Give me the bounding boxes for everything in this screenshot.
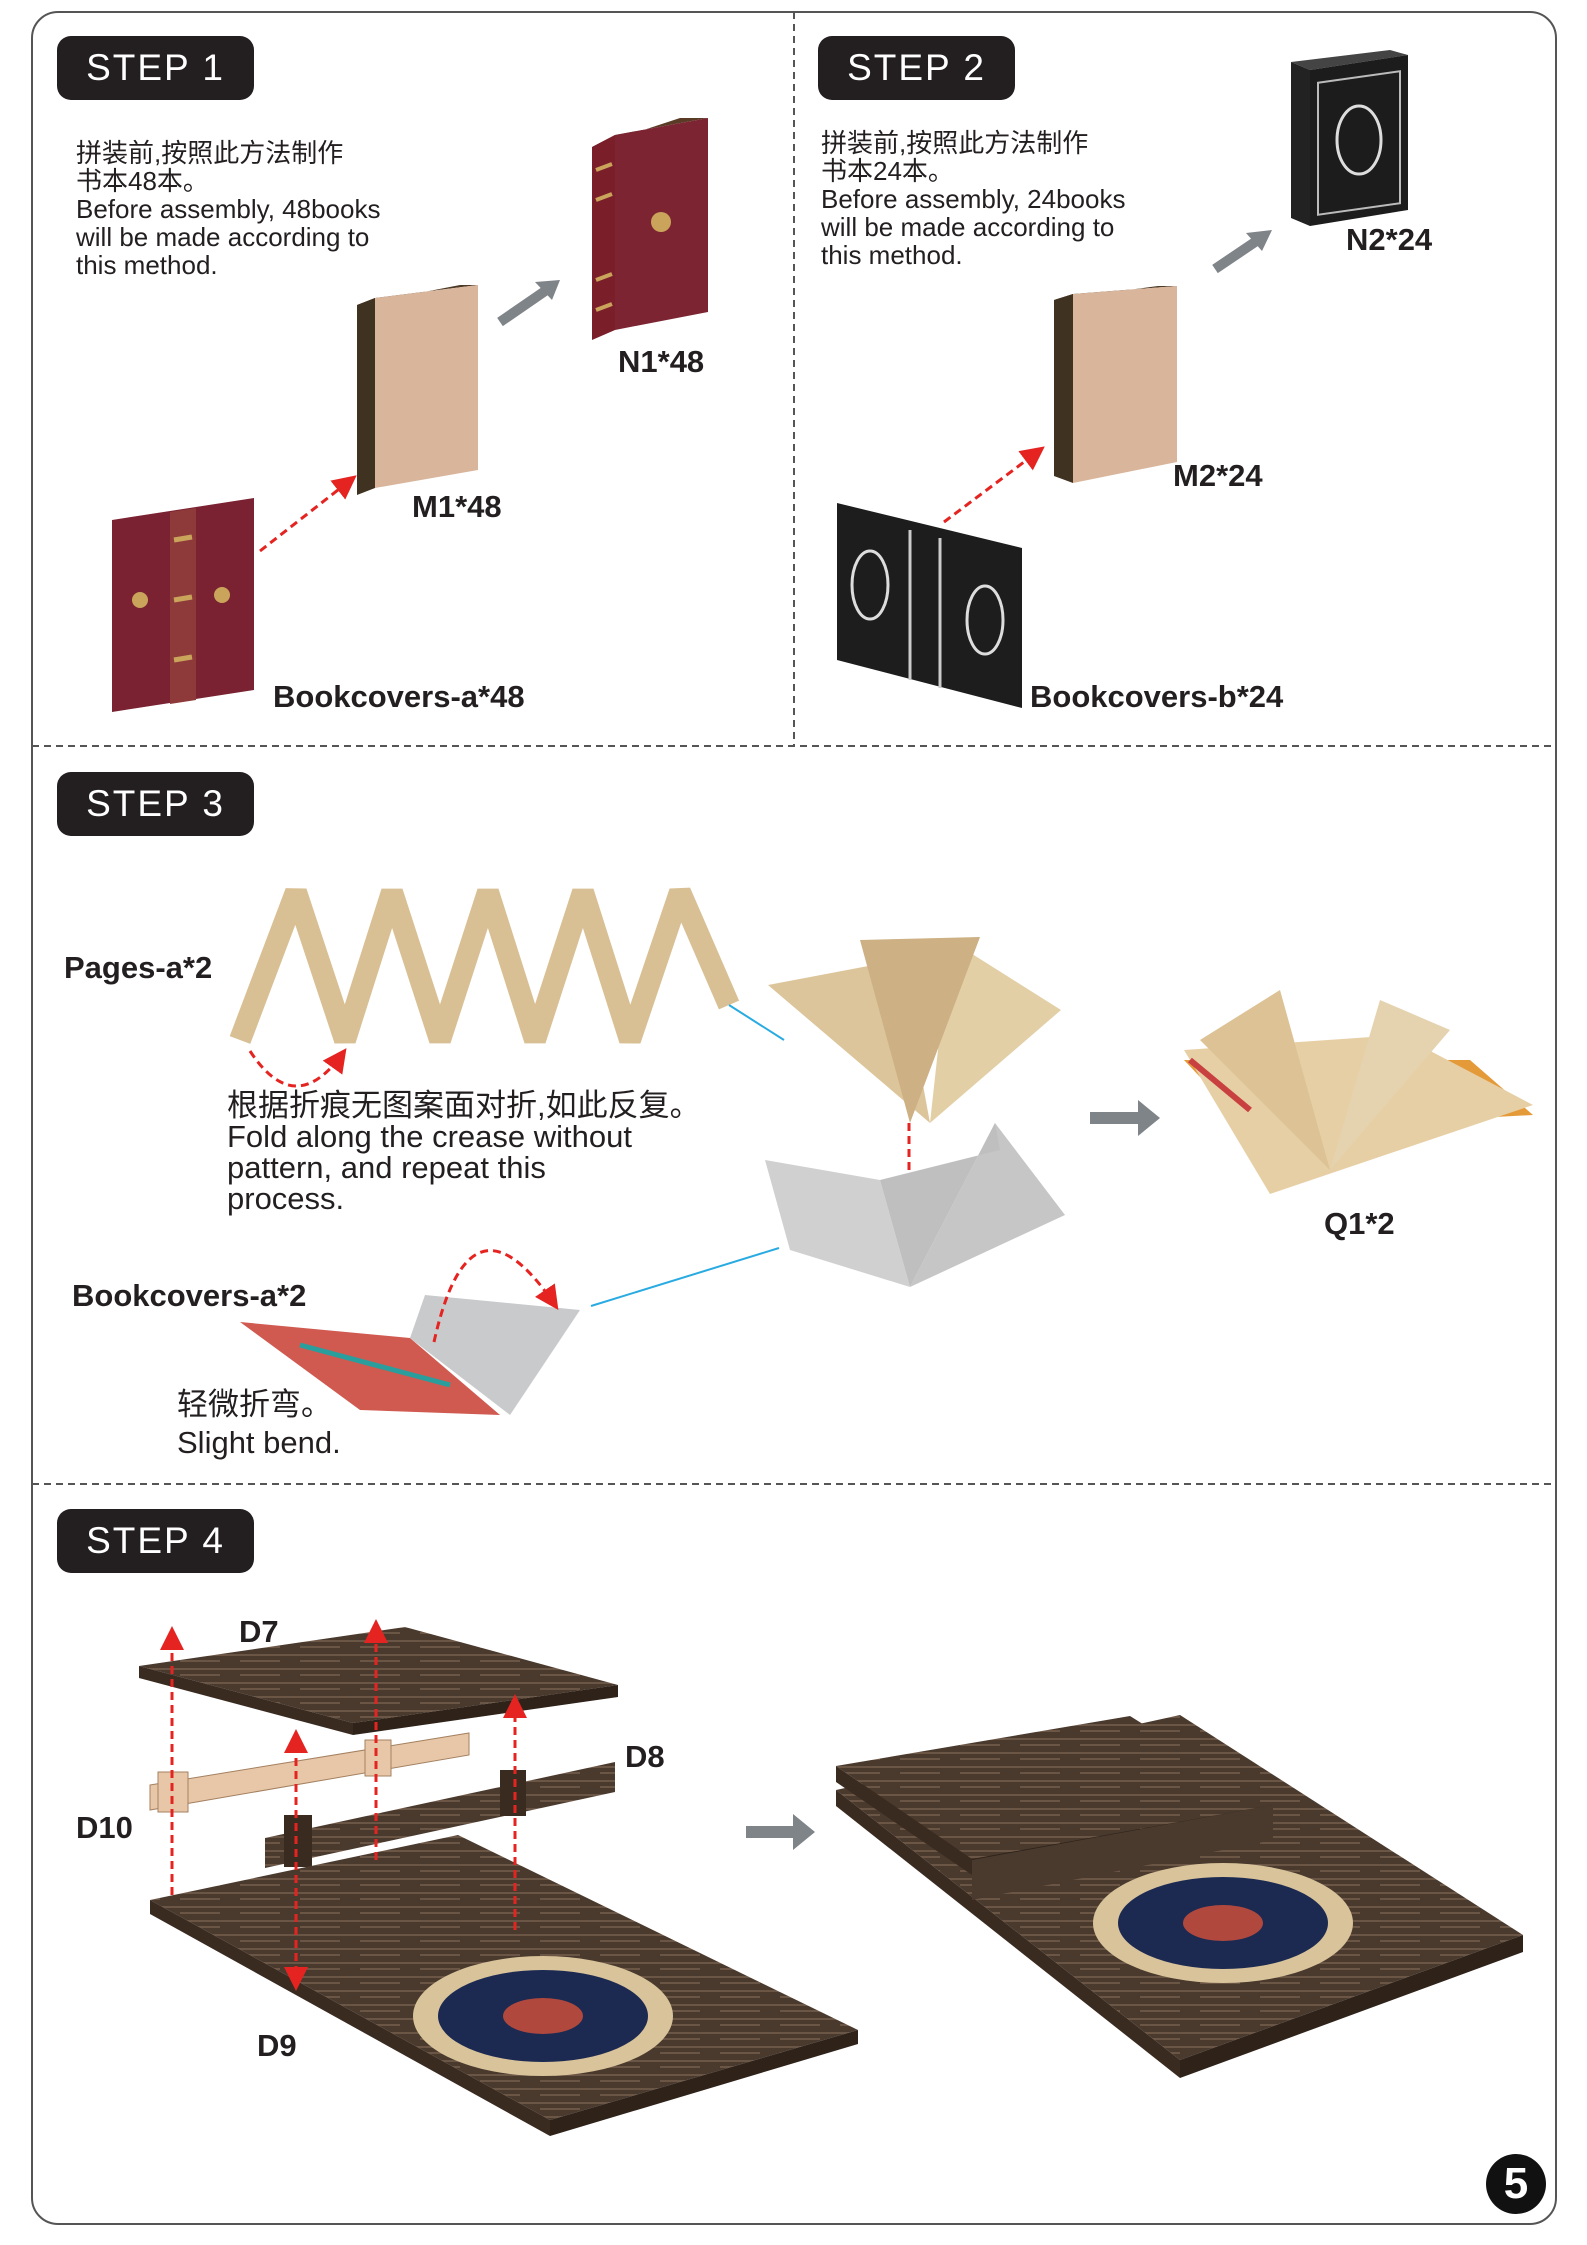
assembled-room-image xyxy=(836,1715,1523,2078)
label-n2: N2*24 xyxy=(1346,222,1433,257)
step-2-instruction: 拼装前,按照此方法制作 书本24本。 Before assembly, 24bo… xyxy=(821,129,1125,269)
instruction-cn-line: 书本48本。 xyxy=(76,166,209,196)
label-bookcovers-b: Bookcovers-b*24 xyxy=(1030,679,1284,714)
label-d7: D7 xyxy=(239,1614,279,1649)
label-q1: Q1*2 xyxy=(1324,1206,1395,1241)
link-line xyxy=(590,1247,780,1307)
step-1-badge: STEP 1 xyxy=(57,36,254,100)
label-m2: M2*24 xyxy=(1173,458,1263,493)
folded-pages-image xyxy=(768,937,1061,1123)
step-4-badge: STEP 4 xyxy=(57,1509,254,1573)
fold-cn: 根据折痕无图案面对折,如此反复。 xyxy=(227,1088,701,1123)
instruction-en-line: this method. xyxy=(821,240,963,270)
bar-d8-image xyxy=(265,1762,615,1868)
step-3-badge: STEP 3 xyxy=(57,772,254,836)
label-m1: M1*48 xyxy=(412,489,502,524)
bar-d10-image xyxy=(149,1732,470,1813)
step-2-badge: STEP 2 xyxy=(818,36,1015,100)
guide-arrow xyxy=(259,475,357,553)
book-m2-image xyxy=(1054,286,1177,483)
label-bookcovers-a: Bookcovers-a*48 xyxy=(273,679,525,714)
label-d10: D10 xyxy=(76,1810,133,1845)
bend-instruction: 轻微折弯。 Slight bend. xyxy=(177,1386,341,1462)
label-n1: N1*48 xyxy=(618,344,705,379)
instruction-cn-line: 拼装前,按照此方法制作 xyxy=(76,138,344,168)
book-n2-image xyxy=(1291,50,1408,226)
bend-en: Slight bend. xyxy=(177,1425,341,1460)
label-d9: D9 xyxy=(257,2028,297,2063)
label-d8: D8 xyxy=(625,1739,665,1774)
page-number: 5 xyxy=(1486,2154,1546,2214)
board-d7-image xyxy=(139,1627,618,1735)
bookcover-b-image xyxy=(837,503,1022,708)
assembly-arrows xyxy=(160,1619,527,1991)
fold-en-line: process. xyxy=(227,1181,345,1216)
pages-zigzag-image xyxy=(229,887,740,1044)
fold-en-line: Fold along the crease without xyxy=(227,1119,632,1154)
instruction-cn-line: 拼装前,按照此方法制作 xyxy=(821,128,1089,158)
instruction-en-line: will be made according to xyxy=(821,212,1115,242)
bookcover-a-image xyxy=(112,498,254,712)
instruction-en-line: this method. xyxy=(76,250,218,280)
label-bookcovers-a-2: Bookcovers-a*2 xyxy=(72,1278,307,1313)
label-pages-a: Pages-a*2 xyxy=(64,950,213,985)
link-line xyxy=(728,1004,785,1041)
instruction-en-line: will be made according to xyxy=(76,222,370,252)
book-m1-image xyxy=(357,285,478,495)
bend-cn: 轻微折弯。 xyxy=(177,1387,332,1422)
instruction-en-line: Before assembly, 48books xyxy=(76,194,381,224)
book-q1-image xyxy=(1184,990,1533,1194)
step-1-instruction: 拼装前,按照此方法制作 书本48本。 Before assembly, 48bo… xyxy=(76,139,380,279)
fold-arrow xyxy=(248,1048,347,1088)
instruction-en-line: Before assembly, 24books xyxy=(821,184,1126,214)
instruction-cn-line: 书本24本。 xyxy=(821,156,954,186)
fold-en-line: pattern, and repeat this xyxy=(227,1150,546,1185)
guide-arrow xyxy=(943,446,1045,524)
fold-arrow xyxy=(432,1249,559,1343)
bookcover-bend-image xyxy=(240,1295,580,1415)
flow-arrow xyxy=(497,284,551,327)
book-n1-image xyxy=(592,118,708,340)
open-cover-image xyxy=(765,1123,1065,1287)
flow-arrow xyxy=(1212,235,1261,274)
fold-instruction: 根据折痕无图案面对折,如此反复。 Fold along the crease w… xyxy=(227,1090,701,1214)
board-d9-image xyxy=(150,1835,858,2136)
